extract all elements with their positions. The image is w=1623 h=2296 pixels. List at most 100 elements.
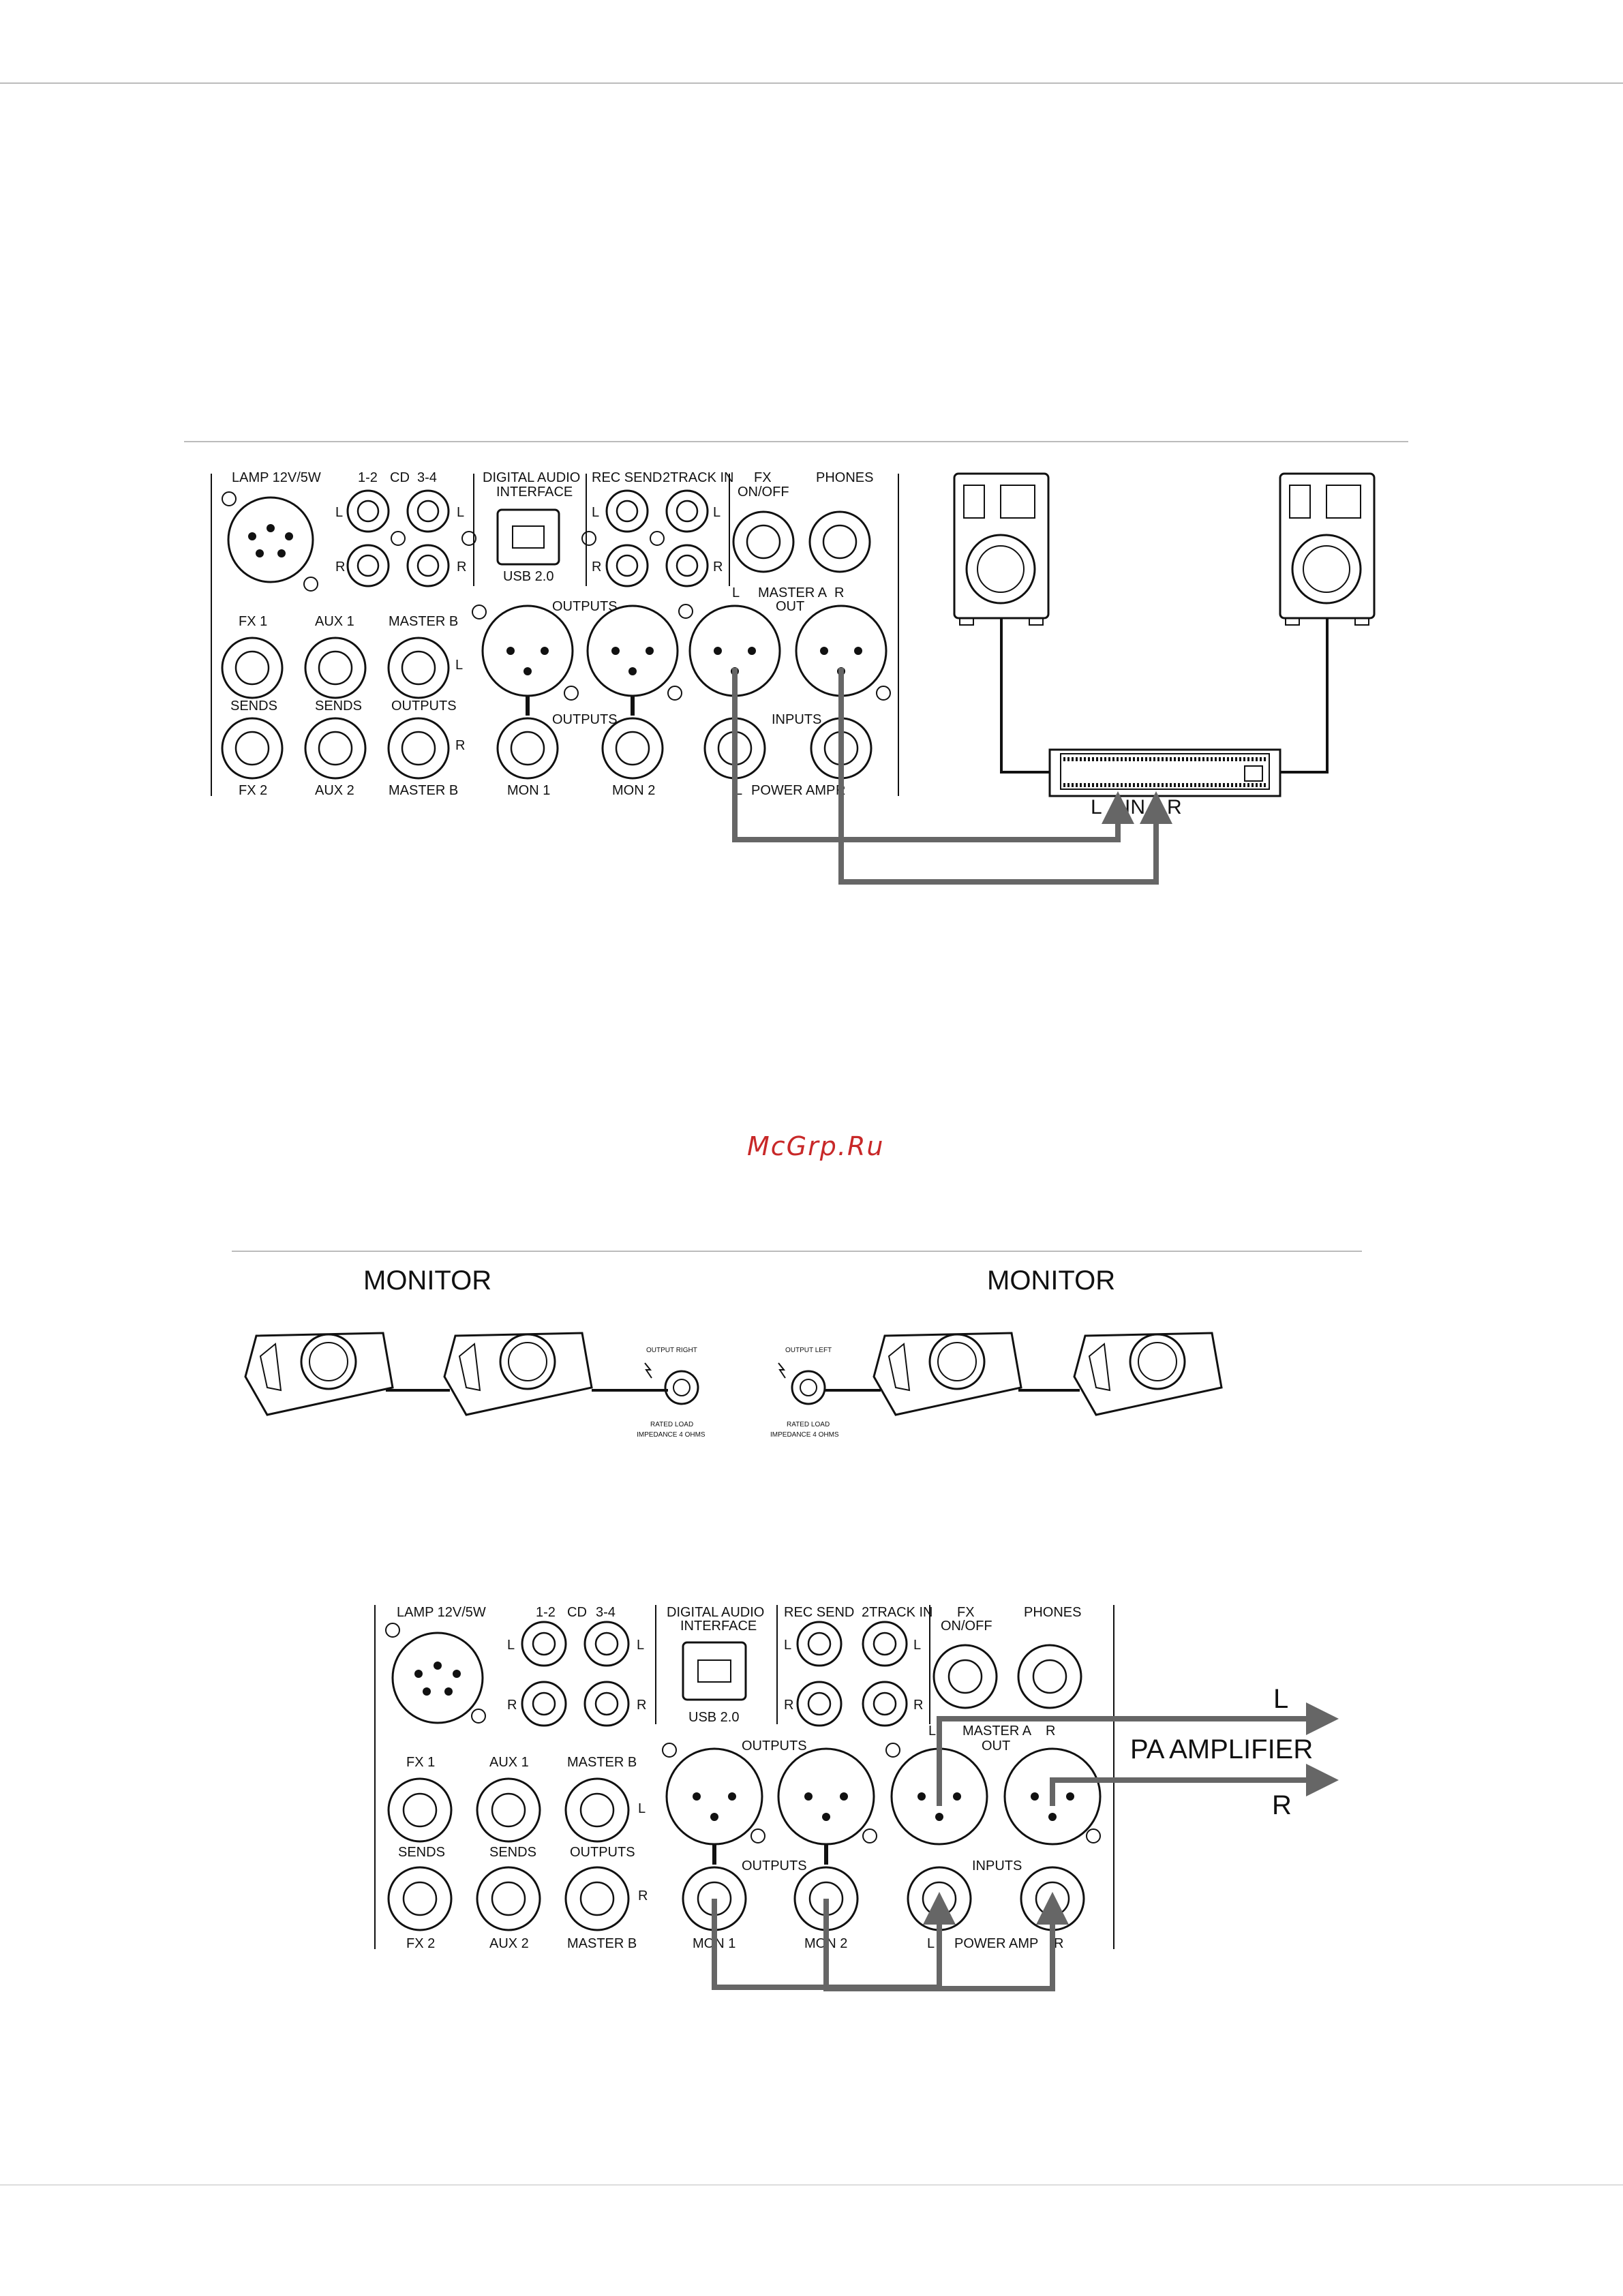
fx-label: FX — [754, 470, 772, 485]
phones-label: PHONES — [1024, 1605, 1081, 1620]
cd-l-label-right: L — [457, 505, 464, 520]
monitor-wedge-1 — [244, 1332, 394, 1416]
mixer-panel-diagram-1: LAMP 12V/5W 1-2 CD 3-4 DIGITAL AUDIO INT… — [211, 470, 899, 798]
cd-label: CD — [390, 470, 410, 485]
power-amp-label: POWER AMP — [954, 1936, 1038, 1951]
power-amp-r-label: R — [1054, 1936, 1063, 1951]
master-a-r-label: R — [1046, 1724, 1055, 1739]
mon2-xlr-out[interactable] — [586, 604, 679, 697]
two-track-l-label: L — [913, 1638, 921, 1653]
mon-outputs-label: OUTPUTS — [742, 1739, 807, 1754]
mon2-to-power-amp-r-cable — [823, 1892, 1069, 1991]
two-track-r-label: R — [713, 560, 723, 575]
monitor-left-title: MONITOR — [363, 1266, 491, 1296]
power-amplifier-rack: L IN R — [1048, 748, 1281, 818]
cd-12-label: 1-2 — [358, 470, 378, 485]
cd-r-label-right: R — [457, 560, 466, 575]
aux2-label: AUX 2 — [489, 1936, 529, 1951]
power-amp-inputs-label: INPUTS — [772, 712, 821, 727]
usb-port[interactable] — [496, 508, 560, 566]
usb-port[interactable] — [682, 1641, 747, 1701]
monitor-right-title: MONITOR — [987, 1266, 1115, 1296]
lamp-label: LAMP 12V/5W — [232, 470, 321, 485]
master-a-l-to-pa-cable — [937, 1702, 1339, 1806]
interface-label: INTERFACE — [680, 1619, 757, 1634]
mon-outputs-label: OUTPUTS — [552, 599, 618, 614]
power-amp-inputs-label: INPUTS — [972, 1858, 1022, 1873]
cd-l-label: L — [507, 1638, 515, 1653]
amp-input-l-label: L — [1091, 796, 1102, 818]
usb-label: USB 2.0 — [688, 1710, 739, 1725]
mon-outputs-lower-label: OUTPUTS — [742, 1858, 807, 1873]
master-a-out-label: OUT — [982, 1739, 1010, 1754]
master-b-label: MASTER B — [567, 1755, 637, 1770]
rated-load-label-right: RATED LOAD — [650, 1421, 693, 1428]
main-speaker-left — [953, 472, 1050, 626]
fx-on-off-label: ON/OFF — [941, 1619, 992, 1634]
fx1-label: FX 1 — [239, 614, 267, 629]
master-b-r-label: R — [638, 1888, 648, 1903]
cd-12-label: 1-2 — [536, 1605, 556, 1620]
master-a-r-label: R — [834, 585, 844, 600]
master-b-outputs-label: OUTPUTS — [391, 699, 457, 714]
master-b-bottom-label: MASTER B — [389, 783, 458, 798]
speaker-cable-left — [1000, 618, 1050, 774]
lamp-socket[interactable] — [227, 496, 314, 583]
sends-label-2: SENDS — [315, 699, 362, 714]
power-amp-l-label: L — [927, 1936, 935, 1951]
sends-label-2: SENDS — [489, 1845, 536, 1860]
rec-r-label: R — [784, 1698, 793, 1713]
rec-r-label: R — [592, 560, 601, 575]
sends-label-1: SENDS — [398, 1845, 445, 1860]
speakon-output-left: OUTPUT LEFT RATED LOAD IMPEDANCE 4 OHMS — [770, 1347, 839, 1439]
rec-send-label: REC SEND — [592, 470, 662, 485]
mon1-xlr-out[interactable] — [665, 1747, 763, 1846]
digital-audio-label: DIGITAL AUDIO — [667, 1605, 764, 1620]
speaker-cable-right — [1280, 618, 1329, 774]
master-a-r-to-amp-cable — [838, 668, 1172, 885]
two-track-l-label: L — [713, 505, 721, 520]
watermark: McGrp.Ru — [747, 1131, 884, 1161]
amp-input-r-label: R — [1167, 796, 1182, 818]
two-track-in-label: 2TRACK IN — [862, 1605, 932, 1620]
interface-label: INTERFACE — [496, 485, 573, 500]
pa-amplifier-label: PA AMPLIFIER — [1130, 1734, 1313, 1764]
mon2-xlr-out[interactable] — [777, 1747, 875, 1846]
impedance-label-right: IMPEDANCE 4 OHMS — [637, 1431, 706, 1439]
fx1-label: FX 1 — [406, 1755, 435, 1770]
mon-outputs-lower-label: OUTPUTS — [552, 712, 618, 727]
cd-r-label: R — [335, 560, 345, 575]
aux1-label: AUX 1 — [315, 614, 354, 629]
monitor-wedge-2 — [443, 1332, 593, 1416]
cd-34-label: 3-4 — [596, 1605, 616, 1620]
power-amp-label: POWER AMP — [751, 783, 835, 798]
impedance-label-left: IMPEDANCE 4 OHMS — [770, 1431, 839, 1439]
master-a-l-label: L — [732, 585, 740, 600]
rated-load-label-left: RATED LOAD — [787, 1421, 830, 1428]
cd-l-label-right: L — [637, 1638, 644, 1653]
main-speaker-right — [1279, 472, 1376, 626]
usb-label: USB 2.0 — [503, 569, 553, 584]
rec-l-label: L — [592, 505, 599, 520]
cd-label: CD — [567, 1605, 587, 1620]
speakon-output-right: OUTPUT RIGHT RATED LOAD IMPEDANCE 4 OHMS — [637, 1347, 706, 1439]
master-a-l-label: L — [928, 1724, 936, 1739]
rec-send-label: REC SEND — [784, 1605, 854, 1620]
mon1-xlr-out[interactable] — [481, 604, 574, 697]
cd-34-label: 3-4 — [417, 470, 437, 485]
mon2-label: MON 2 — [612, 783, 655, 798]
mixer-panel-diagram-3: LAMP 12V/5W 1-2 CD 3-4 DIGITAL AUDIO INT… — [374, 1605, 1114, 1951]
two-track-in-label: 2TRACK IN — [663, 470, 733, 485]
fx2-label: FX 2 — [239, 783, 267, 798]
master-a-l-to-amp-cable — [732, 668, 1134, 842]
power-amp-l-label: L — [735, 783, 742, 798]
lamp-socket[interactable] — [391, 1632, 484, 1724]
digital-audio-label: DIGITAL AUDIO — [483, 470, 580, 485]
master-b-l-label: L — [638, 1801, 646, 1816]
lamp-label: LAMP 12V/5W — [397, 1605, 486, 1620]
master-b-outputs-label: OUTPUTS — [570, 1845, 635, 1860]
two-track-r-label: R — [913, 1698, 923, 1713]
cd-r-label: R — [507, 1698, 517, 1713]
master-a-r-to-pa-cable — [1050, 1764, 1339, 1806]
